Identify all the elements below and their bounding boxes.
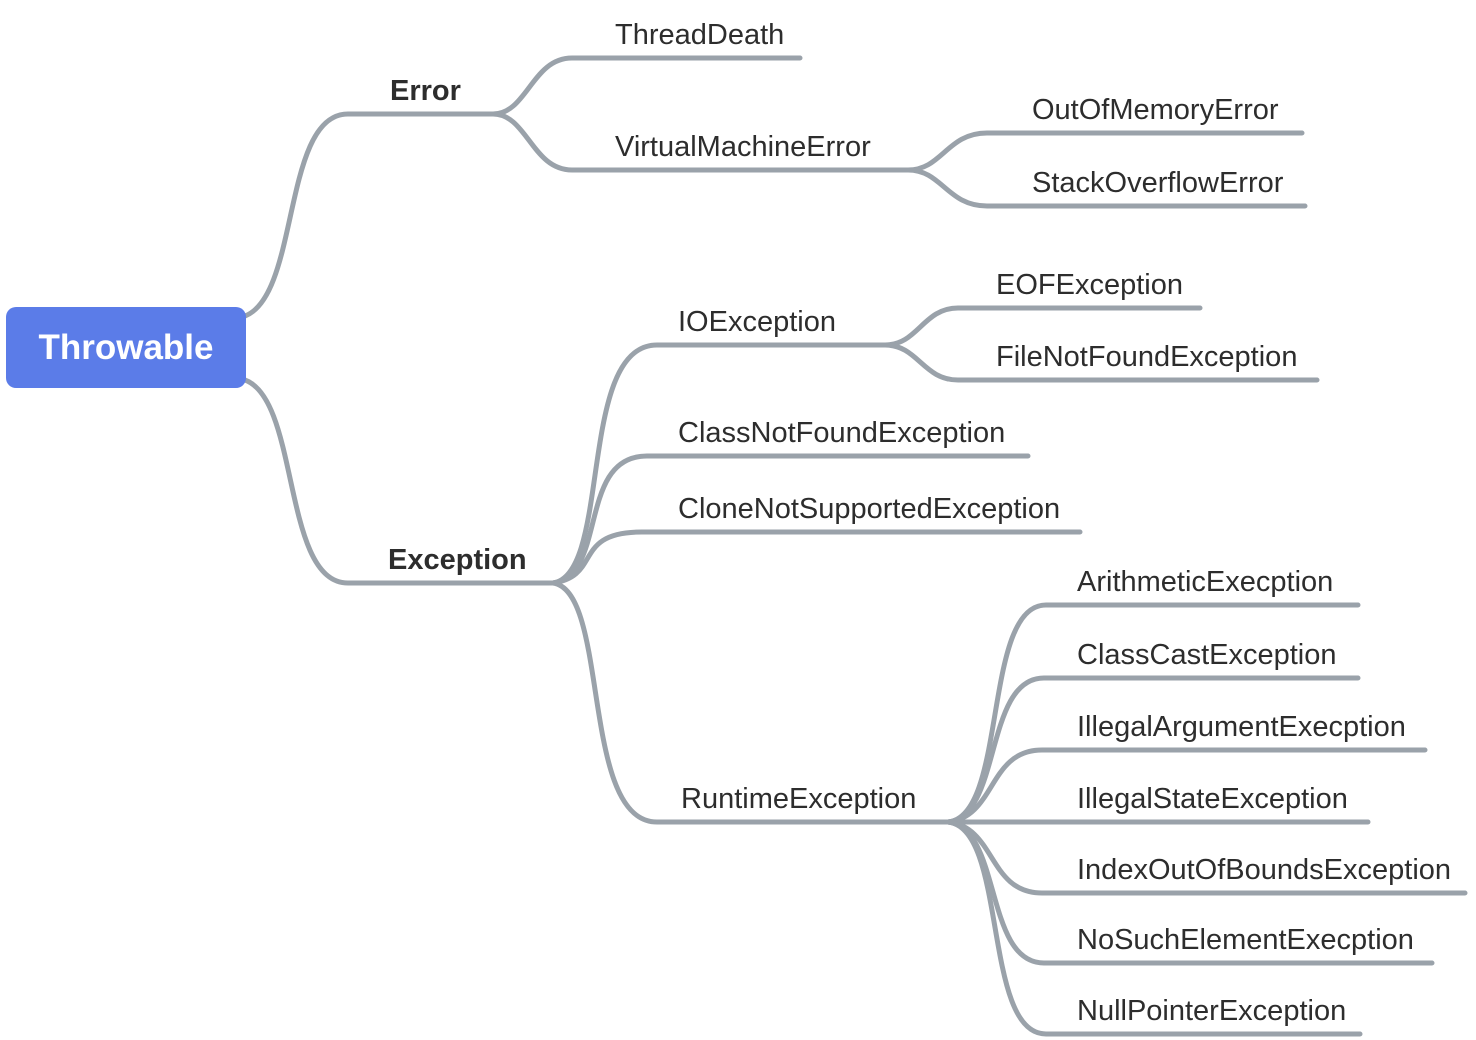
node-exception[interactable]: Exception (388, 544, 527, 576)
edge-exception-runtimeexception (550, 580, 951, 825)
node-classnotfoundexception[interactable]: ClassNotFoundException (678, 417, 1006, 449)
node-runtimeexception[interactable]: RuntimeException (681, 783, 917, 815)
edge-error-threaddeath (490, 55, 803, 117)
node-clonenotsupportedexception[interactable]: CloneNotSupportedException (678, 493, 1061, 525)
node-stackoverflowerror[interactable]: StackOverflowError (1032, 167, 1284, 199)
node-throwable[interactable]: Throwable (6, 307, 246, 388)
node-ioexception[interactable]: IOException (678, 306, 836, 338)
node-error[interactable]: Error (390, 75, 461, 107)
node-throwable-label: Throwable (38, 327, 214, 367)
edge-exception-clonenotsupportedexception (550, 529, 1083, 586)
edge-exception-classnotfoundexception (550, 453, 1031, 586)
edge-ioexception-filenotfoundexception (882, 342, 1320, 383)
edge-runtimeexception-classcastexception (945, 675, 1361, 825)
node-illegalargumentexecption[interactable]: IllegalArgumentExecption (1077, 711, 1406, 743)
edge-virtualmachineerror-outofmemoryerror (905, 130, 1305, 173)
node-illegalstateexception[interactable]: IllegalStateException (1077, 783, 1348, 815)
edge-runtimeexception-illegalargumentexecption (945, 747, 1428, 825)
edge-error-virtualmachineerror (490, 111, 911, 173)
edge-exception-ioexception (550, 342, 888, 586)
node-classcastexception[interactable]: ClassCastException (1077, 639, 1337, 671)
node-virtualmachineerror[interactable]: VirtualMachineError (615, 131, 871, 163)
node-nullpointerexception[interactable]: NullPointerException (1077, 995, 1347, 1027)
node-indexoutofboundsexception[interactable]: IndexOutOfBoundsException (1077, 854, 1452, 886)
node-eofexception[interactable]: EOFException (996, 269, 1183, 301)
edge-virtualmachineerror-stackoverflowerror (905, 167, 1308, 209)
node-filenotfoundexception[interactable]: FileNotFoundException (996, 341, 1298, 373)
node-nosuchelementexecption[interactable]: NoSuchElementExecption (1077, 924, 1414, 956)
node-threaddeath[interactable]: ThreadDeath (615, 19, 785, 51)
edge-root-exception (242, 377, 556, 586)
edge-runtimeexception-nullpointerexception (945, 819, 1363, 1037)
node-arithmeticexecption[interactable]: ArithmeticExecption (1077, 566, 1334, 598)
edge-root-error (242, 111, 496, 319)
edge-ioexception-eofexception (882, 305, 1203, 348)
node-outofmemoryerror[interactable]: OutOfMemoryError (1032, 94, 1279, 126)
